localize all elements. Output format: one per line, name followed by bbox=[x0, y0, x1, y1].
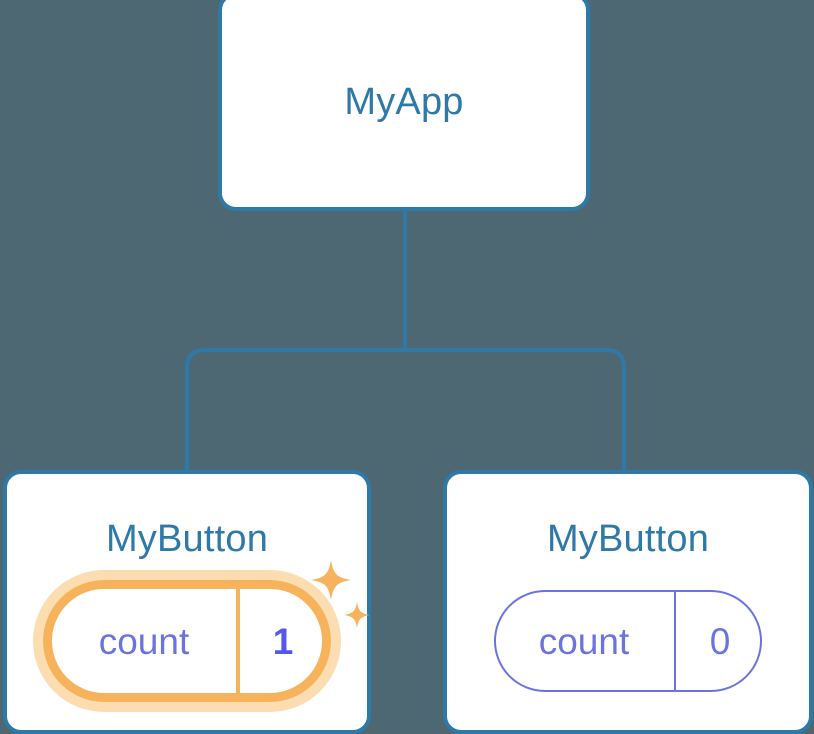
highlight-glow-ring bbox=[33, 570, 341, 712]
state-pill[interactable]: count 0 bbox=[494, 590, 762, 692]
state-value: 0 bbox=[709, 620, 731, 662]
node-title: MyButton bbox=[546, 518, 710, 560]
edge-branch bbox=[185, 348, 626, 472]
state-key: count bbox=[98, 620, 190, 662]
state-pill-wrapper: count 1 bbox=[33, 560, 370, 712]
state-pill-wrapper: count 0 bbox=[494, 590, 762, 692]
state-pill-divider bbox=[674, 592, 676, 690]
node-title: MyApp bbox=[344, 80, 464, 123]
node-card-mybutton-idle[interactable]: MyButton count 0 bbox=[443, 470, 813, 734]
state-pill[interactable]: count 1 bbox=[43, 580, 331, 702]
node-card-mybutton-updated[interactable]: MyButton count 1 bbox=[3, 470, 371, 734]
state-value: 1 bbox=[272, 620, 294, 662]
node-title: MyButton bbox=[105, 518, 269, 560]
state-pill-divider bbox=[236, 589, 240, 693]
node-card-myapp[interactable]: MyApp bbox=[218, 0, 590, 211]
state-key: count bbox=[538, 620, 630, 662]
sparkle-small-icon bbox=[344, 602, 370, 628]
